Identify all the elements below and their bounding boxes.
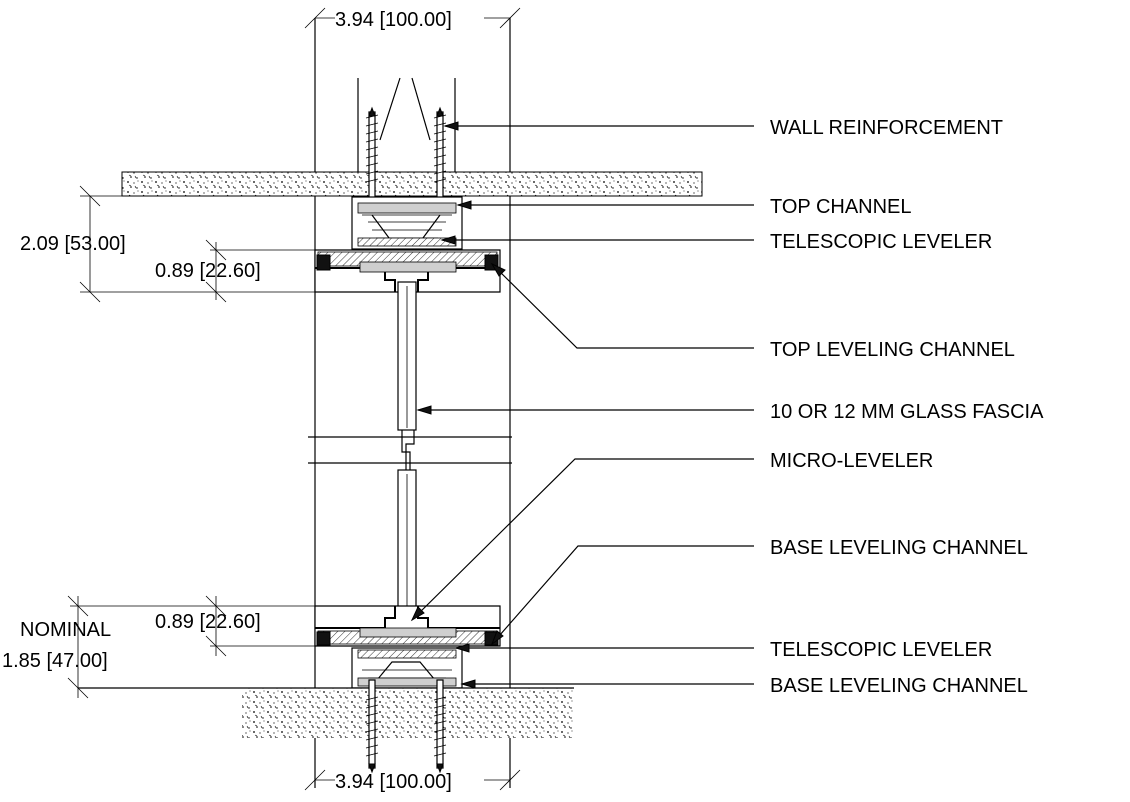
extent-lines [314, 18, 511, 788]
callout-top-channel: TOP CHANNEL [770, 196, 912, 218]
callout-micro-leveler: MICRO-LEVELER [770, 450, 933, 472]
top-leveling-channel [314, 249, 501, 293]
callout-base-telescopic-leveler: TELESCOPIC LEVELER [770, 639, 992, 661]
nominal-dimension [67, 595, 210, 699]
leader-lines [410, 121, 754, 689]
bottom-width-dimension-text: 3.94 [100.00] [335, 771, 452, 793]
floor-slab [242, 688, 574, 738]
ceiling-slab [121, 171, 703, 197]
top-width-dimension [304, 7, 521, 29]
callout-glass-fascia: 10 OR 12 MM GLASS FASCIA [770, 401, 1044, 423]
base-offset-dimension-text: 0.89 [22.60] [155, 611, 261, 633]
top-offset-dimension [205, 239, 315, 303]
base-offset-dimension [205, 595, 315, 657]
top-height-dimension [79, 185, 350, 303]
bottom-screws [365, 679, 447, 774]
bottom-width-dimension [304, 769, 521, 791]
callout-wall-reinforcement: WALL REINFORCEMENT [770, 117, 1003, 139]
callout-base-leveling-channel: BASE LEVELING CHANNEL [770, 537, 1028, 559]
nominal-label: NOMINAL [20, 619, 111, 641]
top-offset-dimension-text: 0.89 [22.60] [155, 260, 261, 282]
top-height-dimension-text: 2.09 [53.00] [20, 233, 126, 255]
top-width-dimension-text: 3.94 [100.00] [335, 9, 452, 31]
callout-top-leveling-channel: TOP LEVELING CHANNEL [770, 339, 1015, 361]
base-leveling-channel [314, 605, 501, 647]
top-screws [365, 106, 447, 206]
callout-top-telescopic-leveler: TELESCOPIC LEVELER [770, 231, 992, 253]
break-lines [308, 430, 512, 470]
callout-base-leveling-channel-bottom: BASE LEVELING CHANNEL [770, 675, 1028, 697]
glass-fascia [397, 281, 417, 631]
base-channel [351, 647, 463, 689]
wall-stud [357, 77, 456, 172]
nominal-dimension-text: 1.85 [47.00] [2, 650, 108, 672]
